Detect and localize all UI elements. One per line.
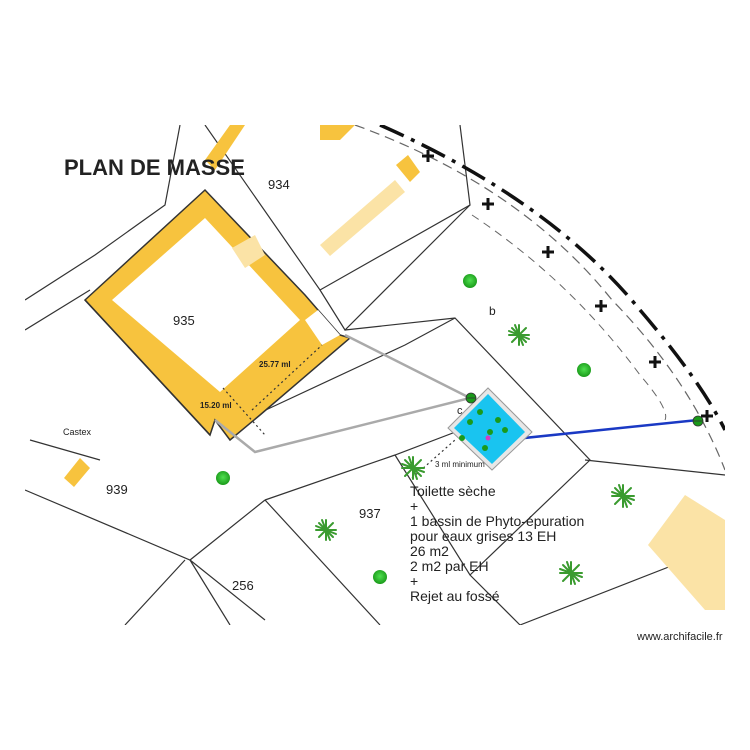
parcel-label-937: 937 bbox=[359, 506, 381, 521]
note-line: 1 bassin de Phyto-épuration bbox=[410, 513, 584, 529]
dimension-label-3: 3 ml minimum bbox=[435, 460, 485, 469]
note-line: pour eaux grises 13 EH bbox=[410, 528, 556, 544]
dimension-lines bbox=[222, 344, 456, 479]
phyto-basin bbox=[447, 387, 533, 471]
parcel-lines bbox=[25, 125, 725, 625]
grey-pipe bbox=[214, 333, 474, 454]
parcel-label-256: 256 bbox=[232, 578, 254, 593]
outflow-pipe bbox=[504, 418, 699, 442]
parcel-label-934: 934 bbox=[268, 177, 290, 192]
manhole-icons bbox=[465, 392, 704, 427]
commune-boundary bbox=[379, 125, 725, 431]
dimension-label-2: 15.20 ml bbox=[200, 401, 232, 410]
boundary-crosses bbox=[422, 150, 713, 422]
parcel-label-b: b bbox=[489, 304, 496, 318]
parcel-label-939: 939 bbox=[106, 482, 128, 497]
dimension-label-1: 25.77 ml bbox=[259, 360, 291, 369]
note-line: + bbox=[410, 573, 418, 589]
note-line: Toilette sèche bbox=[410, 483, 496, 499]
note-line: Rejet au fossé bbox=[410, 588, 500, 604]
parcel-label-935: 935 bbox=[173, 313, 195, 328]
notes-block: Toilette sèche + 1 bassin de Phyto-épura… bbox=[410, 483, 584, 604]
road-edge-dashed bbox=[354, 125, 725, 471]
watermark: www.archifacile.fr bbox=[636, 631, 723, 643]
parcel-label-c: c bbox=[457, 405, 463, 417]
note-line: 26 m2 bbox=[410, 543, 449, 559]
building-935 bbox=[83, 188, 352, 442]
shrub-icons bbox=[315, 324, 635, 585]
note-line: 2 m2 par EH bbox=[410, 558, 489, 574]
place-label-castex: Castex bbox=[63, 427, 92, 437]
page-title: PLAN DE MASSE bbox=[64, 155, 245, 180]
neighbour-buildings bbox=[64, 125, 725, 610]
road-edge-dashed-inner bbox=[471, 214, 667, 421]
tree-icons bbox=[216, 274, 591, 584]
note-line: + bbox=[410, 498, 418, 514]
